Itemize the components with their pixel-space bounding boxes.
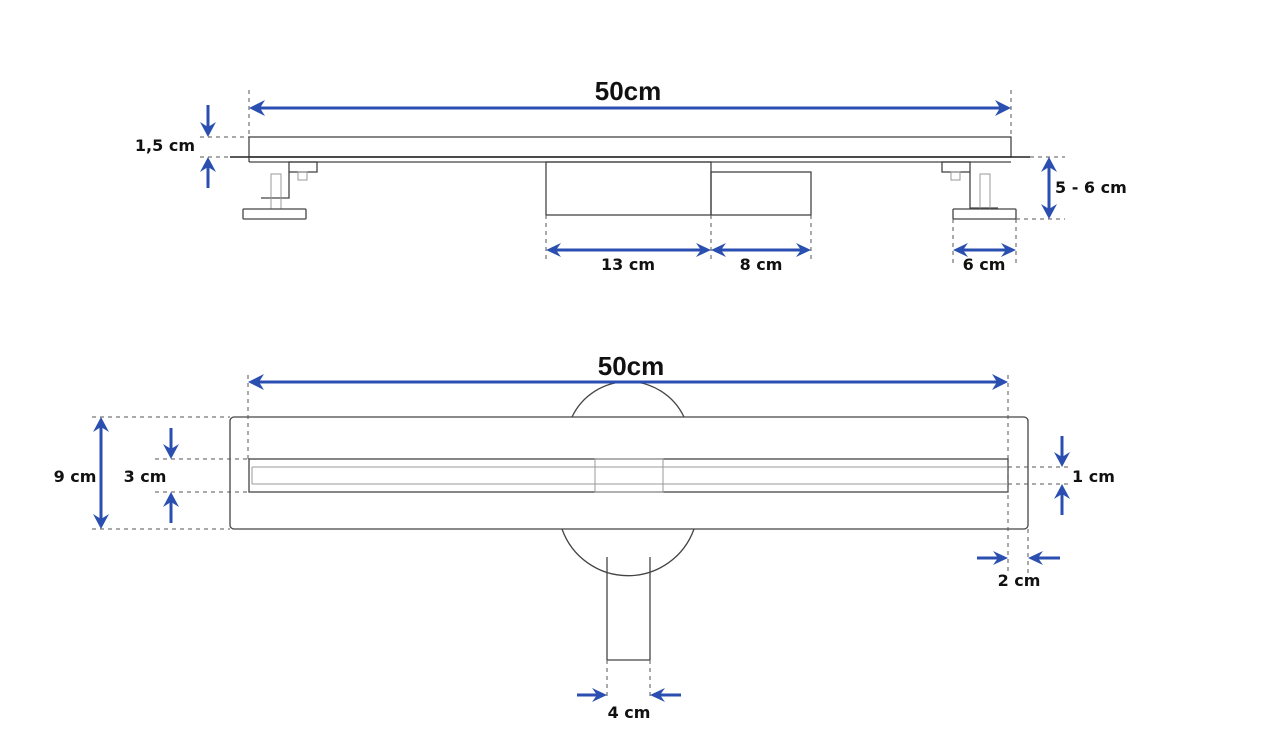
side-view: 50cm 1,5 cm 13 cm 8 cm 6 cm	[135, 76, 1127, 274]
grate-height-arrows	[200, 105, 216, 188]
length-dimension-arrow	[249, 100, 1011, 116]
foot-width-label: 6 cm	[963, 255, 1006, 274]
outlet-body	[545, 161, 712, 216]
outlet-extension	[710, 171, 812, 216]
drain-channel	[248, 458, 1009, 493]
foot-width-arrow	[953, 243, 1016, 257]
channel-width-label: 3 cm	[124, 467, 167, 486]
grate-height-label: 1,5 cm	[135, 136, 195, 155]
top-length-label: 50cm	[598, 351, 665, 381]
side-length-label: 50cm	[595, 76, 662, 106]
outlet-circle-top	[571, 380, 685, 418]
top-length-dimension-arrow	[248, 374, 1008, 390]
grate-body	[248, 136, 1012, 158]
outlet-width-arrows	[546, 243, 811, 257]
left-adjustable-foot	[242, 161, 318, 220]
adjustable-height-label: 5 - 6 cm	[1055, 178, 1127, 197]
outlet-body-label: 13 cm	[601, 255, 655, 274]
slot-width-arrows	[1054, 436, 1070, 515]
total-width-label: 9 cm	[54, 467, 97, 486]
end-margin-label: 2 cm	[998, 571, 1041, 590]
outlet-pipe-width-label: 4 cm	[608, 703, 651, 722]
outlet-inlet	[594, 458, 664, 493]
right-adjustable-foot	[941, 161, 1017, 220]
channel-width-arrows	[163, 428, 179, 523]
slot-width-label: 1 cm	[1072, 467, 1115, 486]
end-margin-arrows	[977, 551, 1060, 565]
outlet-pipe-width-arrows	[577, 688, 681, 702]
outer-frame	[229, 416, 1029, 530]
total-width-arrow	[93, 417, 109, 529]
outlet-circle-bottom	[561, 528, 695, 577]
outlet-pipe	[606, 557, 651, 661]
top-view: 50cm 9 cm 3 cm 1 cm	[54, 351, 1115, 722]
adjustable-height-arrow	[1041, 157, 1057, 219]
outlet-extension-label: 8 cm	[740, 255, 783, 274]
